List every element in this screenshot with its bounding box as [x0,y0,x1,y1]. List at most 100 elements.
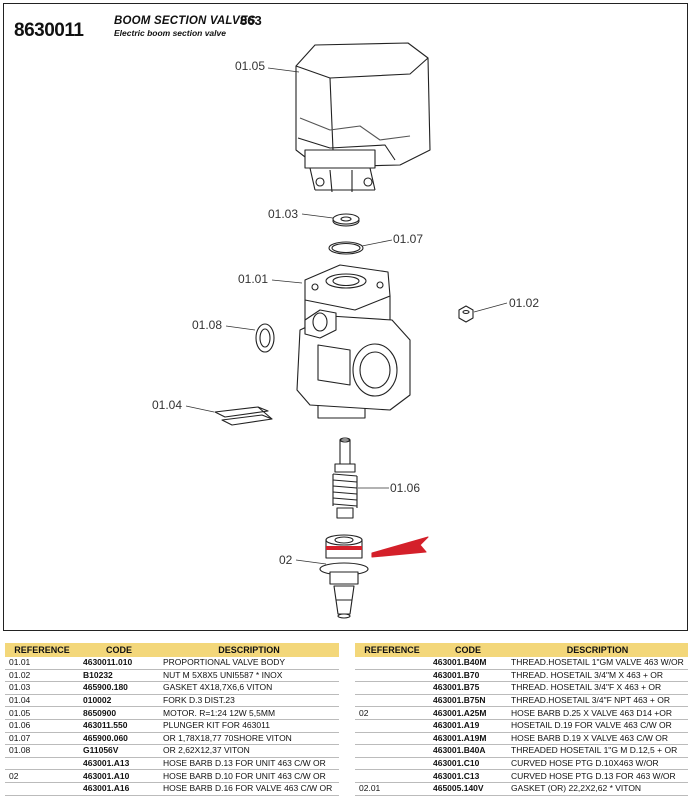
callout-fork: 01.04 [152,398,183,412]
cell-code: 463001.C10 [429,757,507,771]
plunger-kit-part [332,437,358,519]
cell-description: GASKET (OR) 22,2X2,62 * VITON [507,782,688,796]
cell-description: HOSE BARB D.16 FOR VALVE 463 C/W OR [159,782,339,796]
cell-code: 463011.550 [79,719,159,733]
column-header-description: DESCRIPTION [507,643,688,657]
cell-description: CURVED HOSE PTG D.13 FOR 463 W/OR [507,769,688,783]
cell-reference [5,782,79,796]
cell-code: 465900.060 [79,732,159,746]
callout-plunger: 01.06 [390,481,421,495]
cell-reference [355,757,429,771]
exploded-view-drawing [185,42,508,619]
cell-reference: 01.01 [5,657,79,670]
callout-o-ring: 01.07 [393,232,424,246]
cell-code: 463001.C13 [429,769,507,783]
cell-code: 465900.180 [79,681,159,695]
hose-barb-part [319,534,369,619]
cell-reference [355,732,429,746]
o-ring-small-part [255,323,275,353]
cell-reference: 02 [5,769,79,783]
cell-description: MOTOR. R=1:24 12W 5,5MM [159,706,339,720]
callout-valve-body: 01.01 [238,272,269,286]
column-header-code: CODE [429,643,507,657]
valve-body-part [296,264,411,419]
cell-reference: 01.02 [5,669,79,683]
cell-code: 463001.A25M [429,706,507,720]
column-header-description: DESCRIPTION [159,643,339,657]
cell-reference [355,681,429,695]
cell-description: OR 2,62X12,37 VITON [159,744,339,758]
cell-code: 463001.A19M [429,732,507,746]
fork-part [214,406,273,426]
motor-part [295,42,431,193]
nut-part [458,305,474,323]
column-header-reference: REFERENCE [355,643,429,657]
cell-code: 463001.A16 [79,782,159,796]
cell-code: 8650900 [79,706,159,720]
cell-reference [355,769,429,783]
cell-code: 463001.A19 [429,719,507,733]
cell-description: FORK D.3 DIST.23 [159,694,339,708]
cell-reference [355,744,429,758]
cell-code: 463001.A10 [79,769,159,783]
cell-description: THREAD. HOSETAIL 3/4"M X 463 + OR [507,669,688,683]
table-header-row: REFERENCE CODE DESCRIPTION [355,643,688,657]
cell-code: 010002 [79,694,159,708]
callout-gasket: 01.03 [268,207,299,221]
series-code: 863 [240,13,262,28]
cell-description: THREAD.HOSETAIL 3/4"F NPT 463 + OR [507,694,688,708]
cell-reference: 01.07 [5,732,79,746]
cell-description: HOSE BARB D.10 FOR UNIT 463 C/W OR [159,769,339,783]
cell-reference [5,757,79,771]
cell-reference [355,657,429,670]
page-title: BOOM SECTION VALVES [114,15,256,27]
cell-code: 4630011.010 [79,657,159,670]
cell-description: HOSETAIL D.19 FOR VALVE 463 C/W OR [507,719,688,733]
cell-reference [355,694,429,708]
gasket-part [332,213,360,227]
highlight-arrow-icon [371,536,429,558]
callout-hose-barb: 02 [279,553,293,567]
cell-description: GASKET 4X18,7X6,6 VITON [159,681,339,695]
o-ring-part [328,241,364,255]
cell-reference: 01.06 [5,719,79,733]
cell-description: HOSE BARB D.13 FOR UNIT 463 C/W OR [159,757,339,771]
cell-code: 463001.A13 [79,757,159,771]
cell-reference: 01.04 [5,694,79,708]
cell-code: 463001.B75 [429,681,507,695]
callout-nut: 01.02 [509,296,540,310]
cell-reference [355,719,429,733]
cell-reference: 01.03 [5,681,79,695]
cell-reference [355,669,429,683]
cell-code: 463001.B70 [429,669,507,683]
cell-description: NUT M 5X8X5 UNI5587 * INOX [159,669,339,683]
cell-description: PROPORTIONAL VALVE BODY [159,657,339,670]
part-number: 8630011 [14,20,84,41]
cell-description: HOSE BARB D.25 X VALVE 463 D14 +OR [507,706,688,720]
cell-description: CURVED HOSE PTG D.10X463 W/OR [507,757,688,771]
cell-reference: 01.08 [5,744,79,758]
page-subtitle: Electric boom section valve [114,28,226,38]
cell-description: THREAD. HOSETAIL 3/4"F X 463 + OR [507,681,688,695]
cell-description: THREADED HOSETAIL 1"G M D.12,5 + OR [507,744,688,758]
column-header-code: CODE [79,643,159,657]
table-header-row: REFERENCE CODE DESCRIPTION [5,643,339,657]
